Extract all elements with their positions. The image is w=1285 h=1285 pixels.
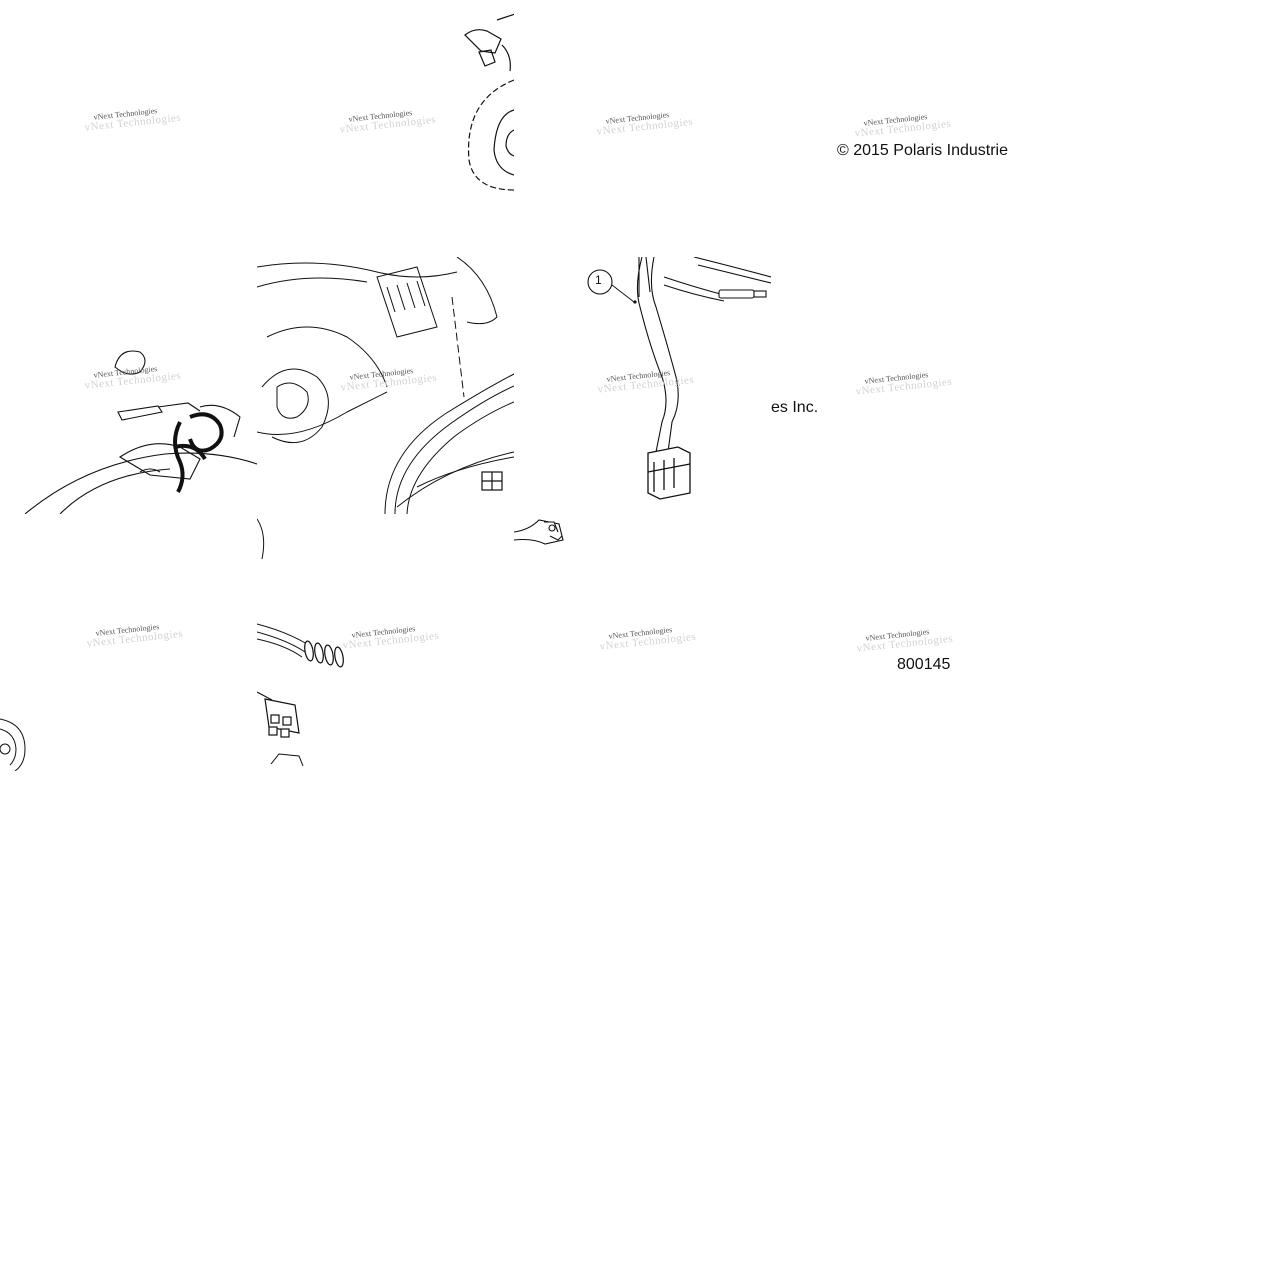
harness-detail-drawing xyxy=(587,257,771,500)
part-number: 800145 xyxy=(897,656,951,673)
connectors-drawing xyxy=(257,518,344,767)
front-wheel-fragment-drawing xyxy=(0,718,26,771)
tile-r2-c1 xyxy=(0,257,257,514)
callout-circle xyxy=(587,269,613,295)
callout-number: 1 xyxy=(595,273,602,287)
rear-wheel-drawing xyxy=(464,13,514,191)
copyright-text-part1: © 2015 Polaris Industrie xyxy=(837,142,1008,159)
motorcycle-frame-drawing xyxy=(257,257,514,514)
tile-r3-c1 xyxy=(0,514,257,771)
tile-r2-c2 xyxy=(257,257,514,514)
tile-r2-c3: 1 xyxy=(514,257,771,514)
tile-r3-c2 xyxy=(257,514,514,771)
connector-fragment-drawing xyxy=(514,519,564,545)
callout-leader-line xyxy=(611,284,635,303)
tile-r1-c2 xyxy=(257,0,514,257)
tile-r3-c3 xyxy=(514,514,771,771)
handlebar-harness-drawing xyxy=(24,350,257,514)
copyright-text-part2: es Inc. xyxy=(771,399,819,416)
